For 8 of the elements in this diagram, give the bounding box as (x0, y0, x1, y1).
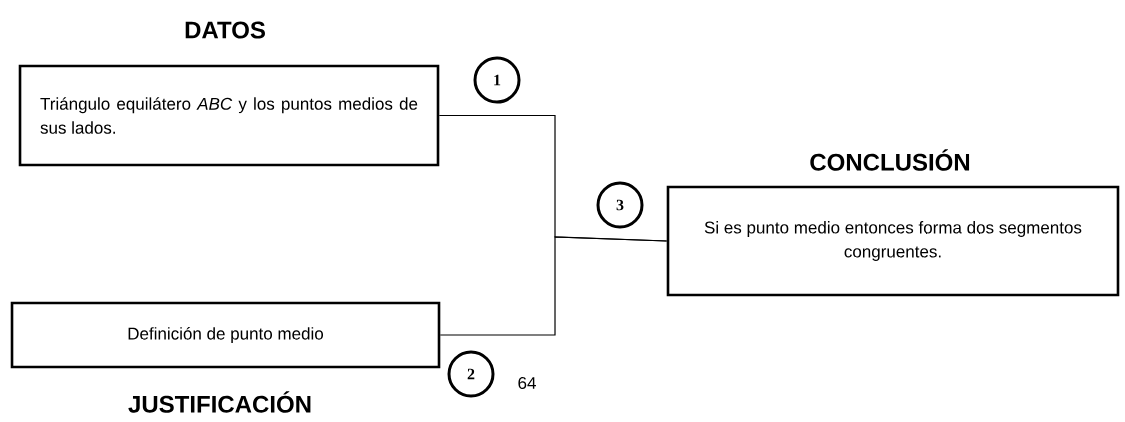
heading: JUSTIFICACIÓN (128, 391, 311, 413)
text-box: Si es punto medio entonces forma dos segmentos congruentes. (666, 185, 1120, 297)
page-number: 64 (518, 376, 536, 389)
text-box: Triángulo equilátero ABC y los puntos medios de sus lados. (18, 64, 440, 167)
connector-line (439, 236, 668, 336)
heading: DATOS (185, 21, 265, 39)
heading: CONCLUSIÓN (810, 149, 970, 171)
text-box: Definición de punto medio (10, 301, 441, 369)
